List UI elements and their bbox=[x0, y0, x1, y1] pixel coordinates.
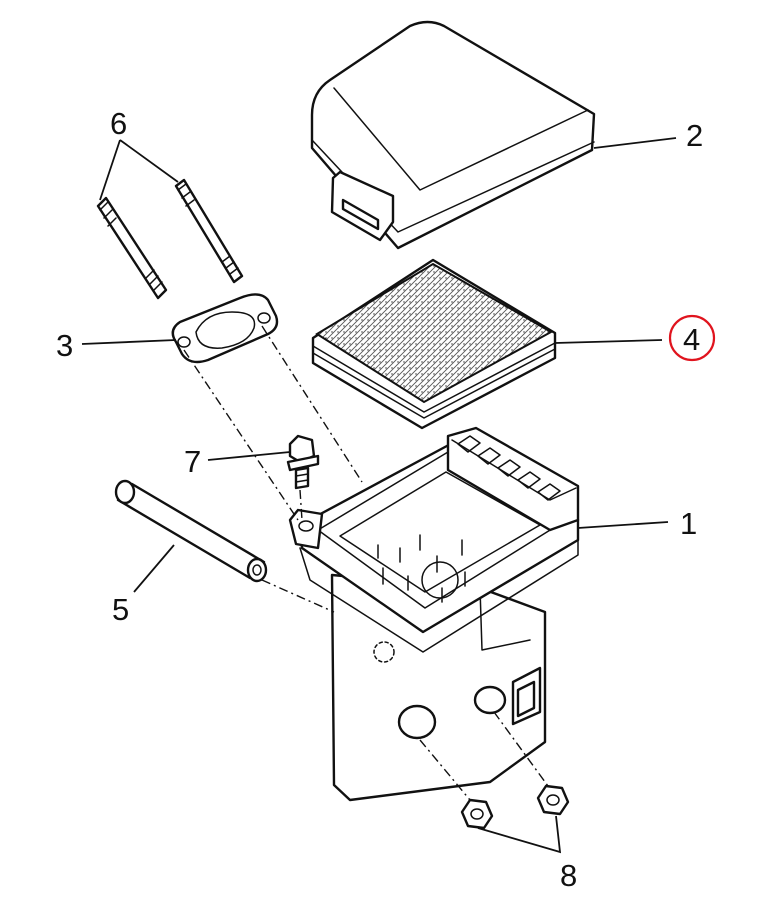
air-cleaner-cover bbox=[310, 20, 596, 250]
flange-nuts bbox=[460, 784, 570, 830]
gasket bbox=[171, 293, 279, 364]
callout-labels: 1 2 3 4 5 6 7 8 bbox=[56, 106, 716, 893]
stud-bolts bbox=[96, 178, 244, 300]
callout-1: 1 bbox=[680, 506, 697, 541]
callout-4-highlight-circle bbox=[668, 314, 716, 362]
callout-2: 2 bbox=[686, 118, 703, 153]
assembly-lines bbox=[183, 325, 549, 801]
flange-bolt bbox=[286, 434, 320, 490]
callout-8: 8 bbox=[560, 858, 577, 893]
callout-4: 4 bbox=[683, 322, 700, 357]
callout-5: 5 bbox=[112, 592, 129, 627]
callout-6: 6 bbox=[110, 106, 127, 141]
air-filter-element bbox=[311, 258, 557, 430]
callout-3: 3 bbox=[56, 328, 73, 363]
leader-lines bbox=[81, 137, 677, 854]
air-cleaner-base bbox=[288, 426, 580, 802]
callout-7: 7 bbox=[184, 444, 201, 479]
collar-tube bbox=[114, 479, 268, 583]
